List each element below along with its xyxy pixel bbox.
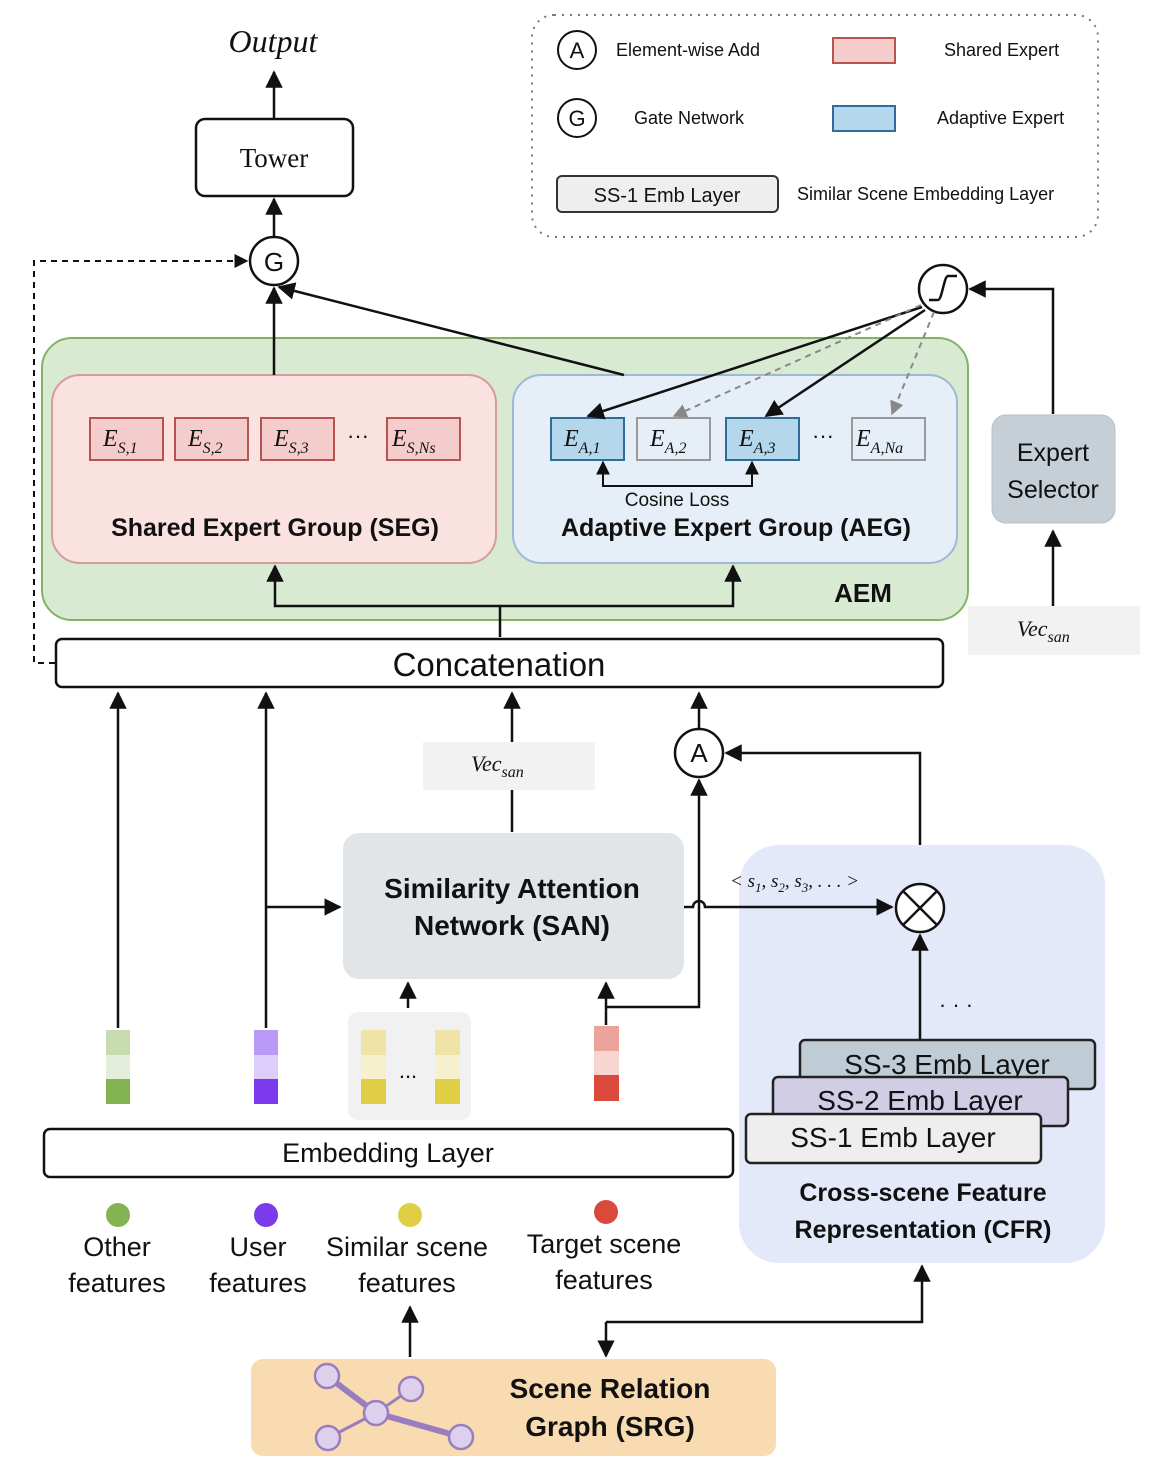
seg-title: Shared Expert Group (SEG) — [111, 514, 439, 542]
svg-text:SS-3 Emb Layer: SS-3 Emb Layer — [844, 1049, 1049, 1080]
svg-text:Target scene: Target scene — [527, 1229, 682, 1259]
svg-text:features: features — [209, 1268, 307, 1298]
element-wise-add-icon — [673, 727, 725, 779]
legend-add-label: Element-wise Add — [616, 40, 760, 60]
seg-expert: ES,1 — [89, 417, 164, 461]
san-line2: Network (SAN) — [414, 910, 610, 941]
gate-network-icon — [248, 235, 300, 287]
seg-ellipsis: ··· — [347, 423, 369, 448]
cosine-loss-label: Cosine Loss — [625, 490, 730, 511]
tower-box — [194, 117, 355, 198]
legend-adaptive-label: Adaptive Expert — [937, 108, 1064, 128]
scene-sequence-label: < s1, s2, s3, . . . > — [730, 871, 859, 895]
embedding-layer-label: Embedding Layer — [282, 1138, 494, 1168]
aeg-expert: EA,2 — [636, 417, 711, 461]
svg-text:features: features — [358, 1268, 456, 1298]
seg-expert: ES,2 — [174, 417, 249, 461]
add-symbol: A — [690, 738, 708, 768]
other-features-embedding — [106, 1030, 130, 1104]
svg-text:Other: Other — [83, 1232, 151, 1262]
vec-san-box — [423, 742, 595, 790]
cfr-title-line2: Representation (CFR) — [795, 1216, 1052, 1244]
expert-selector-line2: Selector — [1007, 476, 1099, 504]
aeg-expert: EA,Na — [851, 417, 926, 461]
aeg-title: Adaptive Expert Group (AEG) — [561, 514, 911, 542]
concatenation-label: Concatenation — [393, 646, 606, 683]
vec-san-label: Vec — [1017, 616, 1048, 641]
legend-shared-label: Shared Expert — [944, 40, 1059, 60]
legend-adaptive-swatch — [832, 105, 896, 132]
svg-text:EA,Na: EA,Na — [855, 426, 903, 457]
graph-icon — [313, 1362, 475, 1452]
legend-emb-desc: Similar Scene Embedding Layer — [797, 184, 1054, 204]
target-scene-embedding — [594, 1026, 619, 1101]
legend-shared-swatch — [832, 37, 896, 64]
aeg-ellipsis: ··· — [812, 423, 834, 448]
svg-text:EA,2: EA,2 — [649, 426, 686, 457]
aeg-expert: EA,1 — [550, 417, 625, 461]
san-box — [343, 833, 684, 979]
user-features-dot — [254, 1203, 278, 1227]
svg-text:ES,3: ES,3 — [273, 426, 309, 457]
aeg-expert: EA,3 — [725, 417, 800, 461]
legend-gate-label: Gate Network — [634, 108, 745, 128]
svg-text:features: features — [555, 1265, 653, 1295]
similar-scene-embedding — [435, 1030, 460, 1104]
svg-text:ES,Ns: ES,Ns — [391, 426, 436, 457]
san-line1: Similarity Attention — [384, 873, 640, 904]
svg-text:features: features — [68, 1268, 166, 1298]
legend-gate-symbol: G — [568, 106, 585, 131]
legend-emb-box-label: SS-1 Emb Layer — [594, 185, 741, 207]
gate-symbol-icon — [557, 98, 597, 138]
ss1-emb-layer — [744, 1112, 1043, 1165]
similar-scene-dot — [398, 1203, 422, 1227]
legend-add-symbol: A — [570, 38, 585, 63]
srg-line2: Graph (SRG) — [525, 1411, 695, 1442]
expert-selector-box — [991, 414, 1116, 524]
svg-text:SS-1 Emb Layer: SS-1 Emb Layer — [790, 1122, 995, 1153]
cfr-dots: · · · — [939, 992, 973, 1017]
user-features-embedding — [254, 1030, 278, 1104]
similar-scene-embedding — [361, 1030, 386, 1104]
expert-selector-line1: Expert — [1017, 439, 1089, 467]
concatenation-box — [54, 637, 945, 689]
tower-label: Tower — [240, 143, 309, 173]
srg-box — [251, 1359, 776, 1456]
svg-text:User: User — [229, 1232, 286, 1262]
svg-text:Similar scene: Similar scene — [326, 1232, 488, 1262]
svg-text:ES,1: ES,1 — [102, 426, 138, 457]
similar-scene-dots: ... — [399, 1058, 417, 1083]
legend-emb-box — [556, 175, 779, 213]
svg-text:EA,1: EA,1 — [563, 426, 600, 457]
target-scene-dot — [594, 1200, 618, 1224]
svg-text:Vecsan: Vecsan — [471, 751, 524, 781]
gate-symbol: G — [264, 247, 284, 277]
embedding-layer-box — [42, 1127, 735, 1179]
vec-san-box — [968, 606, 1140, 655]
seg-expert: ES,Ns — [386, 417, 461, 461]
legend: A Element-wise Add Shared Expert G Gate … — [531, 14, 1099, 238]
svg-text:EA,3: EA,3 — [738, 426, 775, 457]
svg-text:ES,2: ES,2 — [187, 426, 223, 457]
other-features-dot — [106, 1203, 130, 1227]
srg-line1: Scene Relation — [510, 1373, 711, 1404]
svg-text:Vecsan: Vecsan — [1017, 616, 1070, 646]
aem-label: AEM — [834, 578, 892, 608]
add-symbol-icon — [557, 30, 597, 70]
seg-expert: ES,3 — [260, 417, 335, 461]
cfr-title-line1: Cross-scene Feature — [799, 1179, 1046, 1207]
svg-text:SS-2 Emb Layer: SS-2 Emb Layer — [817, 1085, 1022, 1116]
output-label: Output — [229, 23, 319, 59]
